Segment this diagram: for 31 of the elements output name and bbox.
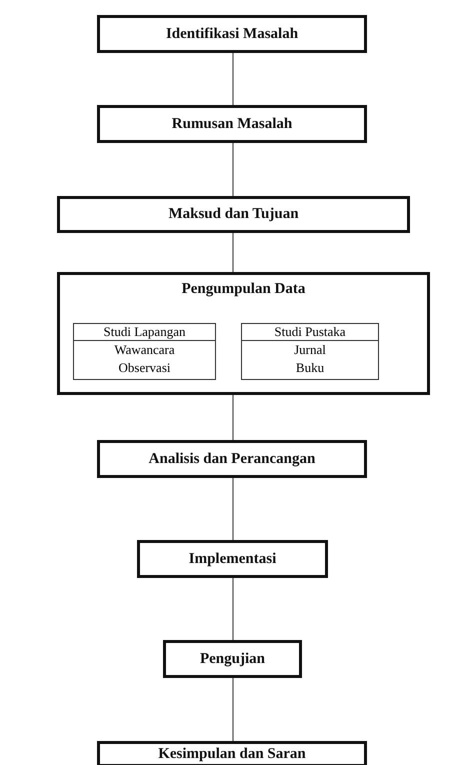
process-box bbox=[163, 640, 302, 678]
connector-line bbox=[232, 678, 234, 741]
box-label: Pengujian bbox=[200, 650, 265, 668]
connector-line bbox=[232, 233, 234, 272]
box-label: Implementasi bbox=[188, 550, 276, 568]
connector-line bbox=[232, 143, 234, 196]
box-label: Analisis dan Perancangan bbox=[148, 450, 316, 468]
process-box bbox=[57, 196, 410, 233]
box-label: Identifikasi Masalah bbox=[166, 26, 298, 42]
process-box bbox=[97, 105, 367, 143]
process-box bbox=[97, 440, 367, 478]
box-label: Maksud dan Tujuan bbox=[168, 206, 299, 223]
connector-line bbox=[232, 478, 234, 540]
box-label: Kesimpulan dan Saran bbox=[158, 746, 306, 762]
connector-line bbox=[232, 53, 234, 105]
connector-line bbox=[232, 578, 234, 640]
process-box bbox=[137, 540, 328, 578]
box-label: Pengumpulan Data bbox=[182, 281, 306, 298]
process-box bbox=[97, 741, 367, 765]
table-item: Buku bbox=[294, 359, 326, 377]
table-header: Studi Pustaka bbox=[242, 324, 378, 341]
table-item: Jurnal bbox=[293, 341, 327, 359]
group-box bbox=[57, 272, 430, 395]
connector-line bbox=[232, 395, 234, 440]
table-item: Wawancara bbox=[113, 341, 176, 359]
list-table bbox=[73, 323, 216, 380]
process-box bbox=[97, 15, 367, 53]
box-label: Rumusan Masalah bbox=[172, 116, 292, 132]
table-header: Studi Lapangan bbox=[74, 324, 215, 341]
list-table bbox=[241, 323, 379, 380]
table-item: Observasi bbox=[118, 359, 172, 377]
